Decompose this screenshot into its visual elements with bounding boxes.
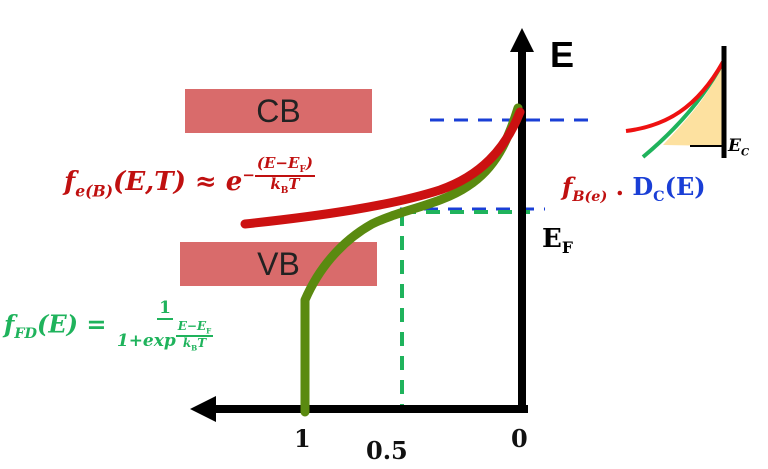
boltzmann-curve [240, 107, 525, 229]
occupancy-axis-arrowhead [190, 396, 216, 422]
x-tick-1: 1 [294, 424, 311, 453]
fermi-dirac-curve [300, 103, 523, 417]
inset-occupied-area [663, 62, 723, 146]
inset-red-curve [625, 61, 725, 133]
energy-axis-label: E [550, 34, 575, 75]
inset-ec-label: EC [728, 136, 750, 159]
conduction-band-label: CB [256, 92, 301, 129]
conduction-band: CB [185, 89, 372, 133]
boltzmann-formula: fe(B)(E,T) ≈ e−(E−EF)kBT [64, 154, 315, 201]
product-formula: fB(e) . DC(E) [562, 172, 706, 205]
valence-band-label: VB [257, 245, 300, 282]
valence-band: VB [180, 242, 377, 286]
fermi-level-label: EF [542, 224, 573, 258]
x-tick-0: 0 [511, 424, 528, 453]
x-tick-0-5: 0.5 [366, 436, 408, 465]
energy-axis-arrowhead [510, 28, 534, 52]
